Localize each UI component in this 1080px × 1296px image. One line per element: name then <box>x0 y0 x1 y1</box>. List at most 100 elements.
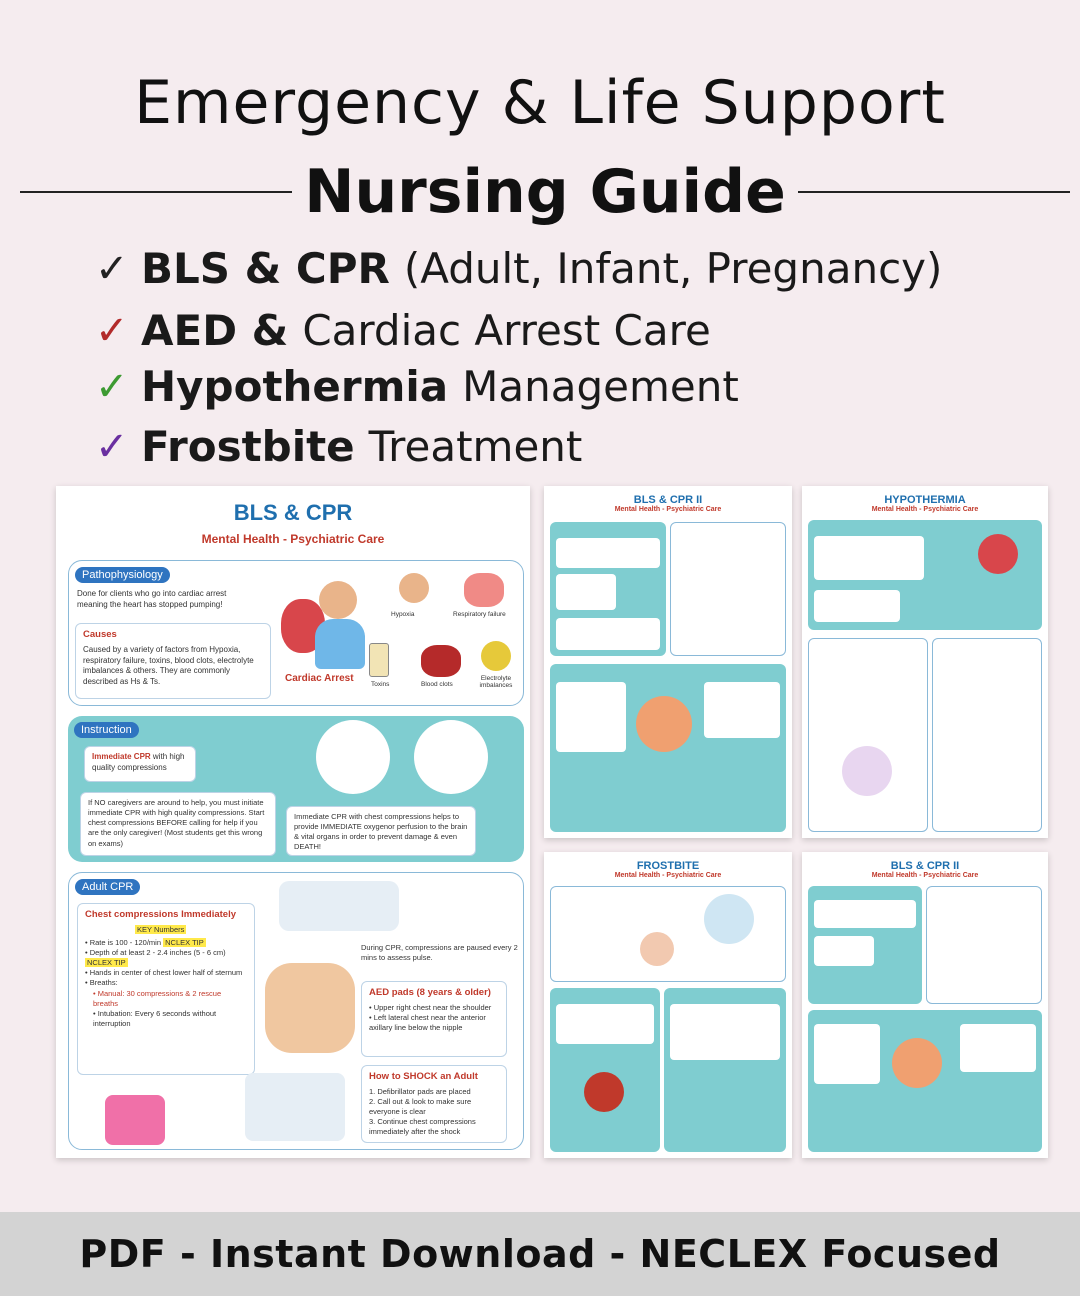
intervention-panel <box>932 638 1042 832</box>
hypoxia-person-icon <box>399 573 429 603</box>
page-title-line1: Emergency & Life Support <box>134 68 946 138</box>
panel-box <box>814 936 874 966</box>
card-subtitle: Mental Health - Psychiatric Care <box>614 506 722 513</box>
card-title: HYPOTHERMIA <box>884 494 966 506</box>
how-to-shock-title: How to SHOCK an Adult <box>369 1071 478 1082</box>
panel-box <box>556 618 660 650</box>
panel-box <box>556 574 616 610</box>
feature-bold: BLS & CPR <box>141 244 390 293</box>
panel-box <box>704 682 780 738</box>
hypoxia-label: Hypoxia <box>391 611 415 618</box>
blood-clot-icon <box>421 645 461 677</box>
person-body-icon <box>315 619 365 669</box>
card-title: BLS & CPR II <box>633 494 703 506</box>
aed-pads-box: AED pads (8 years & older) • Upper right… <box>361 981 507 1057</box>
how-to-shock-box: How to SHOCK an Adult 1. Defibrillator p… <box>361 1065 507 1143</box>
aed-pad-2: Left lateral chest near the anterior axi… <box>369 1012 486 1033</box>
patho-tag: Pathophysiology <box>75 567 170 583</box>
card-title: BLS & CPR <box>233 500 353 525</box>
perfusion-box: Immediate CPR with chest compressions he… <box>286 806 476 856</box>
adult-cpr-tag: Adult CPR <box>75 879 141 895</box>
feature-bold: Hypothermia <box>141 362 449 411</box>
feature-bls-cpr: ✓ BLS & CPR (Adult, Infant, Pregnancy) <box>95 244 942 293</box>
respiratory-failure-label: Respiratory failure <box>453 611 506 618</box>
shock-step-1: 1. Defibrillator pads are placed <box>369 1086 471 1096</box>
hospital-bed-icon <box>245 1073 345 1141</box>
aed-pad-1: Upper right chest near the shoulder <box>373 1002 492 1012</box>
preview-card-hypothermia: HYPOTHERMIA Mental Health - Psychiatric … <box>802 486 1048 838</box>
electrolyte-icon <box>481 641 511 671</box>
immediate-cpr-rest: with high quality compressions <box>92 752 185 772</box>
panel-box <box>670 1004 780 1060</box>
preview-card-bls-cpr: BLS & CPR Mental Health - Psychiatric Ca… <box>56 486 530 1158</box>
card-subtitle: Mental Health - Psychiatric Care <box>201 532 385 546</box>
figure-icon <box>842 746 892 796</box>
patho-panel: Pathophysiology Done for clients who go … <box>68 560 524 706</box>
nclex-tip-badge: NCLEX TIP <box>85 958 128 968</box>
cpr-pregnancy-panel <box>670 522 786 656</box>
divider-left <box>20 191 293 193</box>
ice-crystal-icon <box>704 894 754 944</box>
feature-text: (Adult, Infant, Pregnancy) <box>403 244 943 293</box>
causes-text: Caused by a variety of factors from Hypo… <box>83 644 254 687</box>
divider-right <box>797 191 1070 193</box>
frostbite-person-icon <box>640 932 674 966</box>
stretcher-scene-icon <box>414 720 488 794</box>
causes-title: Causes <box>83 629 117 640</box>
feature-bold: Frostbite <box>141 422 355 471</box>
feature-aed: ✓ AED & Cardiac Arrest Care <box>95 306 711 355</box>
rate-text: Rate is 100 - 120/min <box>89 937 162 947</box>
chest-compressions-title: Chest compressions Immediately <box>85 909 236 920</box>
depth-text: Depth of at least 2 - 2.4 inches (5 - 6 … <box>89 948 226 958</box>
cpr-pregnancy-panel <box>926 886 1042 1004</box>
panel-box <box>814 536 924 580</box>
card-subtitle: Mental Health - Psychiatric Care <box>871 506 979 513</box>
panel-box <box>556 1004 654 1044</box>
page-title-line2-row: Nursing Guide <box>20 152 1070 232</box>
feature-text: Management <box>462 362 739 411</box>
cpr-illustration-icon <box>279 881 399 931</box>
chest-compressions-box: Chest compressions Immediately KEY Numbe… <box>77 903 255 1075</box>
card-subtitle: Mental Health - Psychiatric Care <box>614 872 722 879</box>
feature-hypothermia: ✓ Hypothermia Management <box>95 362 739 411</box>
blood-clots-label: Blood clots <box>421 681 453 688</box>
card-title: BLS & CPR II <box>890 860 960 872</box>
infant-cpr-icon <box>105 1095 165 1145</box>
frostbite-patho-panel <box>550 886 786 982</box>
feature-text: Cardiac Arrest Care <box>302 306 711 355</box>
preview-card-bls-cpr-ii-b: BLS & CPR II Mental Health - Psychiatric… <box>802 852 1048 1158</box>
feature-text: Treatment <box>368 422 583 471</box>
card-subtitle: Mental Health - Psychiatric Care <box>871 872 979 879</box>
intubation-text: Intubation: Every 6 seconds without inte… <box>93 1008 217 1028</box>
lungs-icon <box>464 573 504 607</box>
infant-illustration-icon <box>636 696 692 752</box>
checkmark-icon: ✓ <box>95 363 129 410</box>
cardiac-arrest-label: Cardiac Arrest <box>285 673 354 684</box>
during-cpr-text: During CPR, compressions are paused ever… <box>361 943 518 963</box>
causes-box: Causes Caused by a variety of factors fr… <box>75 623 271 699</box>
no-caregiver-box: If NO caregivers are around to help, you… <box>80 792 276 856</box>
preview-card-bls-cpr-ii: BLS & CPR II Mental Health - Psychiatric… <box>544 486 792 838</box>
immediate-cpr-box: Immediate CPR with high quality compress… <box>84 746 196 782</box>
heart-icon <box>978 534 1018 574</box>
panel-box <box>960 1024 1036 1072</box>
panel-box <box>814 1024 880 1084</box>
toxin-bottle-icon <box>369 643 389 677</box>
person-head-icon <box>319 581 357 619</box>
instruction-tag: Instruction <box>74 722 139 738</box>
shock-step-3: 3. Continue chest compressions immediate… <box>369 1117 476 1137</box>
patho-text: Done for clients who go into cardiac arr… <box>77 589 227 609</box>
checkmark-icon: ✓ <box>95 307 129 354</box>
footer-text: PDF - Instant Download - NECLEX Focused <box>79 1232 1001 1276</box>
manual-text: Manual: 30 compressions & 2 rescue breat… <box>93 988 222 1008</box>
nclex-tip-badge: NCLEX TIP <box>163 937 206 947</box>
feature-frostbite: ✓ Frostbite Treatment <box>95 422 582 471</box>
feature-bold: AED & <box>141 306 289 355</box>
checkmark-icon: ✓ <box>95 423 129 470</box>
shock-step-2: 2. Call out & look to make sure everyone… <box>369 1096 472 1117</box>
key-numbers-badge: KEY Numbers <box>135 924 187 934</box>
adult-cpr-panel: Adult CPR Chest compressions Immediately… <box>68 872 524 1150</box>
page-title-line2: Nursing Guide <box>304 157 786 227</box>
cpr-scene-icon <box>316 720 390 794</box>
breaths-text: Breaths: <box>89 978 118 988</box>
